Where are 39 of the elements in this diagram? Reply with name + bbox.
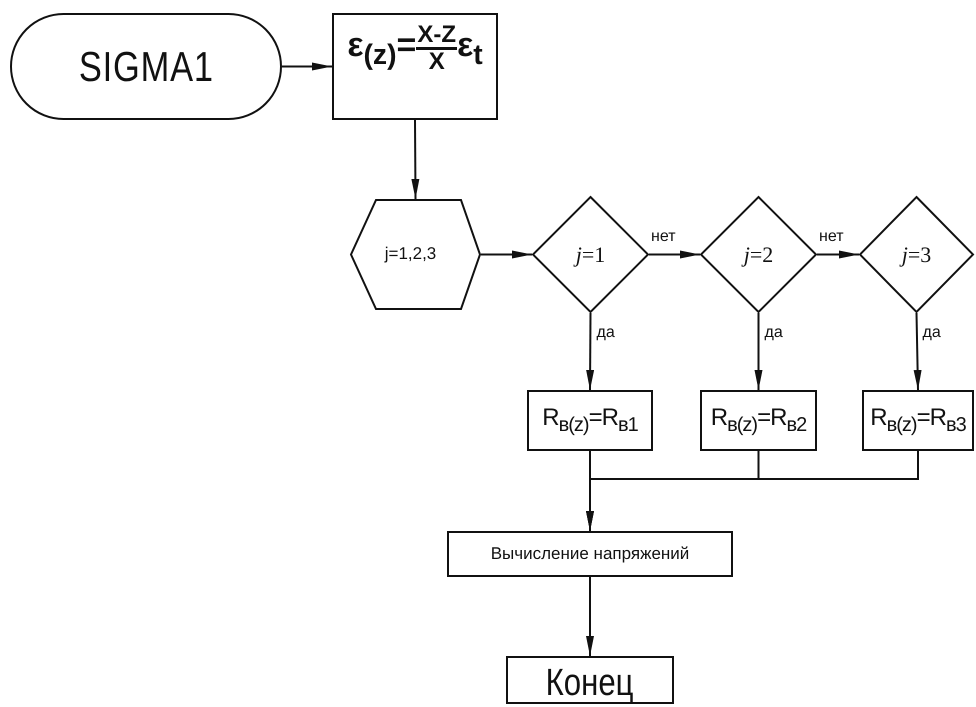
arrow <box>649 250 700 258</box>
formula-text: ε$_{t}$ <box>457 26 483 72</box>
node-text: j=1,2,3 <box>384 244 436 264</box>
arrow <box>817 250 859 258</box>
node-text: SIGMA1 <box>78 42 214 90</box>
node-text: R$_{в(z)}$=R$_{в3}$ <box>870 404 966 437</box>
edge-label: да <box>764 325 783 341</box>
arrow <box>411 120 420 199</box>
process-box <box>527 390 653 451</box>
arrow <box>754 313 762 390</box>
numerator: X-Z <box>416 23 458 50</box>
decision-diamond <box>859 196 974 313</box>
formula-text: ε$_{(z)}$= <box>347 26 416 72</box>
condition-text: j=3 <box>902 242 932 268</box>
arrow <box>586 313 594 390</box>
terminal-box <box>506 656 674 704</box>
process-box <box>447 531 733 577</box>
arrow <box>481 250 532 258</box>
node-text: Конец <box>546 662 634 704</box>
edge-label: нет <box>819 228 844 244</box>
terminal-shape <box>10 13 282 120</box>
loop-hexagon <box>350 199 481 310</box>
edge-label: да <box>596 325 615 341</box>
node-text: R$_{в(z)}$=R$_{в2}$ <box>710 404 806 437</box>
arrow <box>914 312 922 390</box>
process-box <box>862 390 974 451</box>
process-box <box>700 390 817 451</box>
edge-label: да <box>922 325 941 341</box>
edge-label: нет <box>651 228 676 244</box>
condition-text: j=2 <box>744 242 774 268</box>
arrow <box>586 577 594 656</box>
decision-diamond <box>700 196 817 313</box>
arrow <box>282 62 332 70</box>
process-box <box>332 13 498 120</box>
denominator: X <box>428 50 445 74</box>
decision-diamond <box>532 196 649 313</box>
condition-text: j=1 <box>576 242 606 268</box>
node-text: Вычисление напряжений <box>490 544 690 564</box>
node-text: R$_{в(z)}$=R$_{в1}$ <box>542 404 638 437</box>
